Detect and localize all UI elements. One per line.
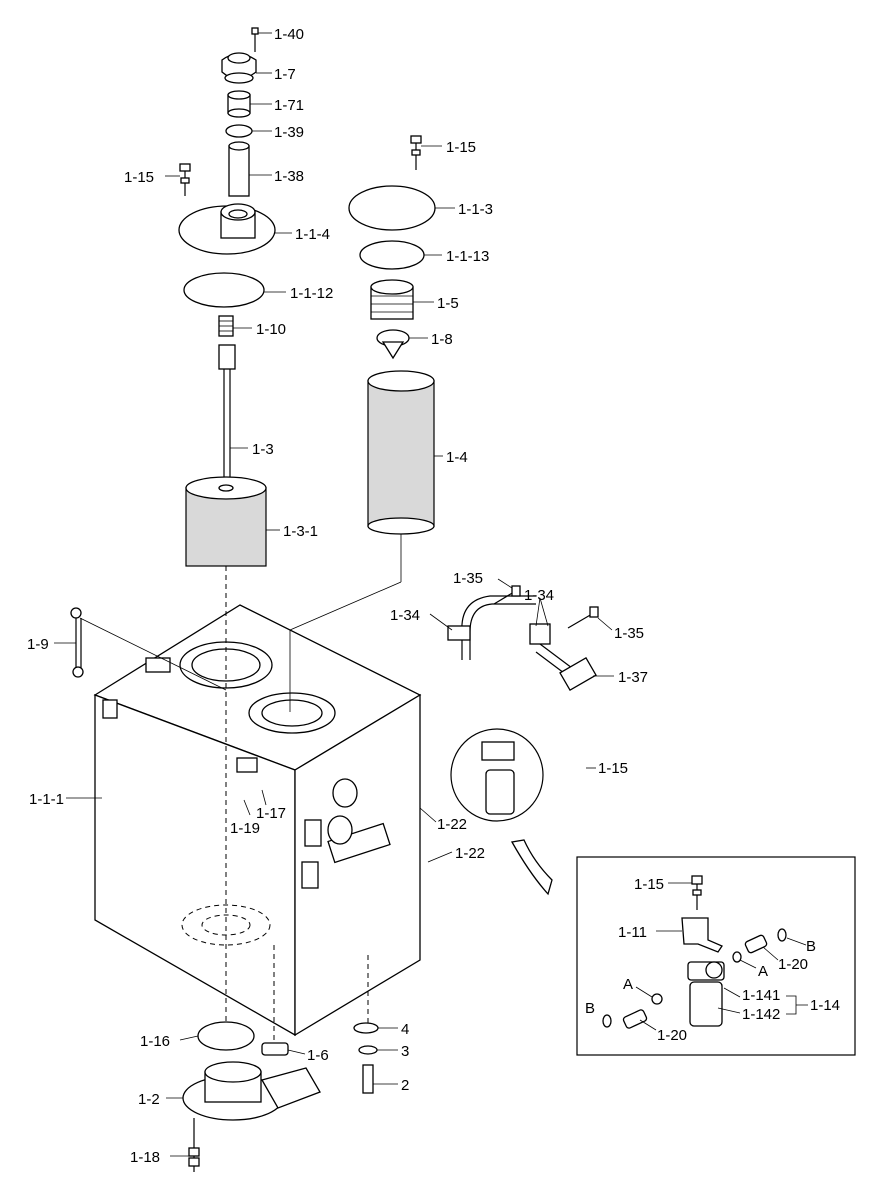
label-1-2: 1-2: [138, 1091, 160, 1108]
bolt-1-15-left: [179, 163, 191, 196]
outlet-1-2: [182, 1061, 321, 1121]
gasket-1-1-12: [183, 272, 265, 308]
plug-1-6: [261, 1042, 289, 1056]
label-4: 4: [401, 1021, 409, 1038]
washer-4: [353, 1022, 379, 1034]
label-1-34-right: 1-34: [524, 587, 554, 604]
elbow-1-37: [559, 656, 597, 692]
label-1-10: 1-10: [256, 321, 286, 338]
cover-1-1-3: [348, 185, 436, 231]
label-1-15-tank: 1-15: [598, 760, 628, 777]
label-1-40: 1-40: [274, 26, 304, 43]
label-1-18: 1-18: [130, 1149, 160, 1166]
label-1-7: 1-7: [274, 66, 296, 83]
label-1-38: 1-38: [274, 168, 304, 185]
label-1-1-13: 1-1-13: [446, 248, 489, 265]
label-1-35-right: 1-35: [614, 625, 644, 642]
label-1-15-right: 1-15: [446, 139, 476, 156]
strainer-1-4: [367, 370, 435, 535]
detail-bolt-1-15: [691, 875, 703, 910]
bolt-1-15-right: [410, 135, 422, 170]
washer-3: [358, 1045, 378, 1055]
oring-1-39: [225, 124, 253, 138]
leader-lines: [54, 32, 614, 1157]
label-1-37: 1-37: [618, 669, 648, 686]
label-1-39: 1-39: [274, 124, 304, 141]
detail-bracket-1-11: [681, 917, 723, 953]
detail-label-1-142: 1-142: [742, 1006, 780, 1023]
detail-label-1-141: 1-141: [742, 987, 780, 1004]
pipe-1-9: [70, 607, 84, 678]
label-1-17: 1-17: [256, 805, 286, 822]
gasket-1-1-13: [359, 240, 425, 270]
detail-fitting-1-20-top: [744, 934, 768, 954]
element-1-71: [227, 90, 251, 118]
detail-label-b-top: B: [806, 938, 816, 955]
label-1-35-top: 1-35: [453, 570, 483, 587]
label-1-9: 1-9: [27, 636, 49, 653]
detail-fitting-1-20-bottom: [622, 1009, 648, 1029]
gasket-1-16: [197, 1021, 255, 1051]
label-1-34-left: 1-34: [390, 607, 420, 624]
label-1-1-4: 1-1-4: [295, 226, 330, 243]
detail-label-b-left: B: [585, 1000, 595, 1017]
label-2: 2: [401, 1077, 409, 1094]
cap-1-7: [221, 52, 257, 84]
bolt-1-40: [251, 27, 259, 52]
detail-oring-a-left: [651, 993, 663, 1005]
label-1-19: 1-19: [230, 820, 260, 837]
detail-label-1-15: 1-15: [634, 876, 664, 893]
label-1-6: 1-6: [307, 1047, 329, 1064]
label-1-3-1: 1-3-1: [283, 523, 318, 540]
label-1-1-3: 1-1-3: [458, 201, 493, 218]
bolt-1-18: [188, 1118, 200, 1172]
label-1-15-left: 1-15: [124, 169, 154, 186]
detail-label-a-left: A: [623, 976, 633, 993]
bolt-1-35-a: [493, 585, 521, 605]
detail-oring-a-right: [732, 951, 742, 963]
label-1-8: 1-8: [431, 331, 453, 348]
cover-1-1-4: [178, 203, 276, 255]
detail-box: 1-15 1-11 B A 1-20 A 1-141 1-14 B 1-142 …: [576, 856, 856, 1056]
detail-label-1-14: 1-14: [810, 997, 840, 1014]
connector-line: [289, 581, 402, 631]
valve-1-8: [376, 329, 410, 360]
detail-callout-circle: [450, 728, 553, 896]
detail-label-1-20-bottom: 1-20: [657, 1027, 687, 1044]
label-1-3: 1-3: [252, 441, 274, 458]
spring-1-5: [370, 279, 414, 320]
detail-oring-b-top: [777, 928, 787, 942]
label-1-4: 1-4: [446, 449, 468, 466]
label-1-1-1: 1-1-1: [29, 791, 64, 808]
label-3: 3: [401, 1043, 409, 1060]
label-1-1-12: 1-1-12: [290, 285, 333, 302]
label-1-22-lower: 1-22: [455, 845, 485, 862]
detail-label-1-11: 1-11: [618, 924, 647, 941]
spring-1-10: [218, 315, 234, 337]
label-1-16: 1-16: [140, 1033, 170, 1050]
bolt-1-35-b: [567, 606, 599, 629]
label-1-22-upper: 1-22: [437, 816, 467, 833]
detail-filter-1-14: [687, 961, 725, 1027]
rod-1-3: [218, 344, 236, 490]
pipe-assembly-1-34: [447, 595, 573, 677]
bolt-2: [362, 1064, 374, 1094]
label-1-71: 1-71: [274, 97, 304, 114]
detail-label-a-right: A: [758, 963, 768, 980]
tube-1-38: [228, 141, 250, 197]
label-1-5: 1-5: [437, 295, 459, 312]
detail-oring-b-left: [602, 1014, 612, 1028]
filter-1-3-1: [185, 476, 267, 567]
detail-label-1-20-top: 1-20: [778, 956, 808, 973]
